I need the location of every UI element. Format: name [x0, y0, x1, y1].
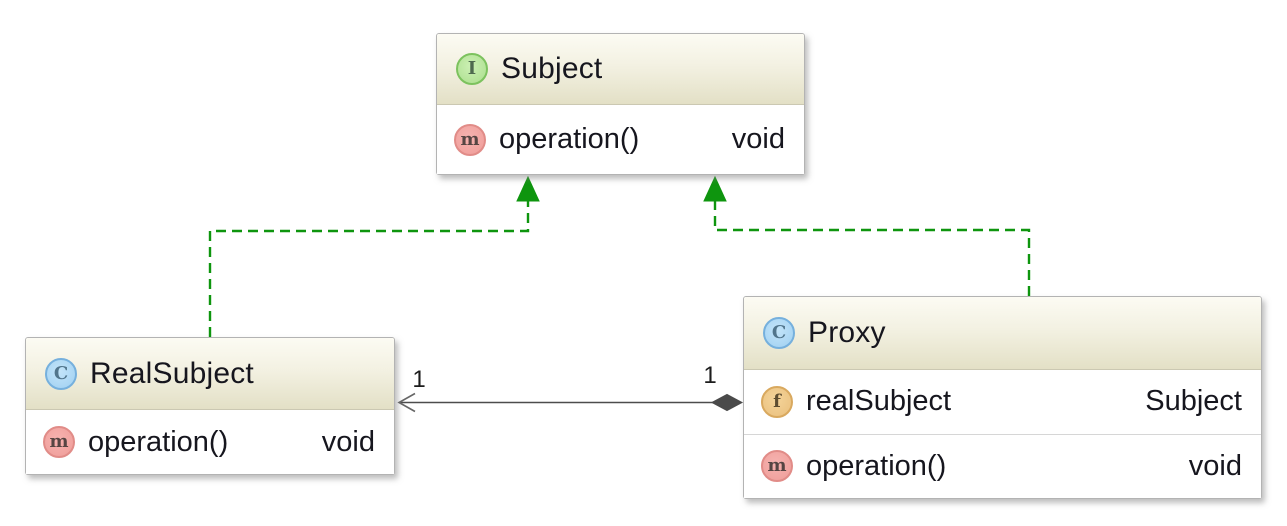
method-row-operation[interactable]: m operation() void	[26, 410, 394, 474]
member-return-type: void	[1188, 449, 1242, 482]
member-name: operation()	[499, 123, 640, 155]
realization-edge-realsubject-to-subject[interactable]	[208, 175, 540, 337]
member-return-type: void	[731, 123, 785, 155]
class-header[interactable]: I Subject	[437, 34, 804, 105]
realization-dashed-line	[208, 201, 530, 337]
member-field-type: Subject	[1145, 385, 1242, 418]
method-icon: m	[454, 123, 486, 156]
multiplicity-label-proxy-end: 1	[703, 362, 717, 389]
class-box-realsubject[interactable]: C RealSubject m operation() void	[25, 337, 395, 475]
class-box-subject[interactable]: I Subject m operation() void	[436, 33, 805, 175]
member-return-type: void	[321, 425, 375, 458]
realization-dashed-line	[713, 201, 1031, 296]
member-name: operation()	[88, 425, 229, 458]
triangle-arrowhead-icon	[703, 175, 727, 202]
class-name: Subject	[501, 52, 603, 85]
filled-diamond-icon	[710, 393, 744, 412]
member-name: operation()	[806, 449, 947, 482]
multiplicity-label-realsubject-end: 1	[412, 366, 426, 393]
method-row-operation[interactable]: m operation() void	[744, 433, 1261, 498]
interface-icon: I	[456, 53, 488, 85]
realization-edge-proxy-to-subject[interactable]	[703, 175, 1031, 296]
class-icon: C	[45, 357, 77, 390]
association-edge-proxy-to-realsubject[interactable]	[397, 392, 744, 413]
class-header[interactable]: C RealSubject	[26, 338, 394, 410]
class-name: RealSubject	[90, 356, 254, 390]
class-icon: C	[763, 317, 795, 349]
open-arrowhead-icon	[397, 392, 416, 413]
class-header[interactable]: C Proxy	[744, 297, 1261, 370]
method-icon: m	[761, 450, 793, 483]
member-name: realSubject	[806, 385, 952, 418]
triangle-arrowhead-icon	[516, 175, 540, 202]
class-box-proxy[interactable]: C Proxy f realSubject Subject m operatio…	[743, 296, 1262, 499]
field-icon: f	[761, 385, 793, 418]
class-name: Proxy	[808, 316, 886, 349]
field-row-realsubject[interactable]: f realSubject Subject	[744, 370, 1261, 434]
method-row-operation[interactable]: m operation() void	[437, 105, 804, 174]
method-icon: m	[43, 426, 75, 458]
